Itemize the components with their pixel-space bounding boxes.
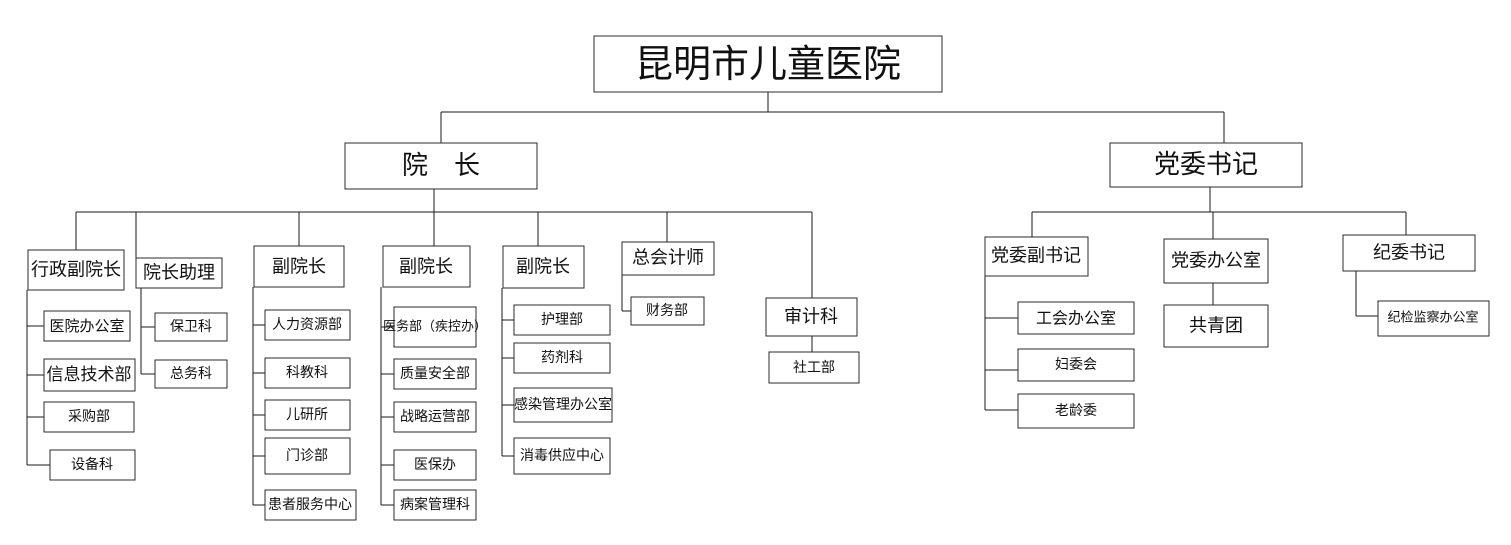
dept-label: 总务科 (170, 366, 212, 382)
dept-node: 妇委会 (1017, 348, 1135, 382)
dept-node: 工会办公室 (1017, 301, 1135, 335)
node-vp1: 副院长 (253, 245, 345, 288)
dept-node: 社工部 (768, 351, 860, 384)
node-party-deputy: 党委副书记 (984, 236, 1089, 277)
dept-label: 医院办公室 (49, 317, 124, 335)
dept-node: 老龄委 (1017, 393, 1135, 429)
dept-label: 病案管理科 (400, 496, 470, 513)
dept-node: 医保办 (393, 449, 477, 481)
dept-node: 医院办公室 (43, 310, 131, 342)
dept-node: 患者服务中心 (264, 489, 357, 521)
dept-node: 设备科 (49, 449, 136, 481)
dept-label: 设备科 (71, 456, 113, 473)
dept-label: 采购部 (68, 409, 110, 425)
dept-label: 药剂科 (541, 350, 583, 366)
dept-node: 门诊部 (264, 437, 351, 475)
node-party-office: 党委办公室 (1163, 238, 1269, 284)
node-chief-accountant-label: 总会计师 (632, 248, 704, 269)
dept-node: 护理部 (513, 304, 611, 336)
dept-label: 战略运营部 (400, 409, 470, 425)
dept-node: 信息技术部 (43, 358, 136, 392)
dept-label: 财务部 (646, 303, 688, 319)
node-vp1-label: 副院长 (272, 257, 326, 278)
node-vp-admin: 行政副院长 (27, 249, 125, 291)
node-president-label: 院 长 (402, 151, 480, 181)
dept-label: 信息技术部 (47, 365, 132, 385)
dept-node: 科教科 (264, 357, 351, 389)
dept-node: 总务科 (154, 359, 228, 389)
dept-label: 患者服务中心 (268, 497, 352, 513)
dept-node: 战略运营部 (393, 401, 477, 433)
node-vp3-label: 副院长 (516, 257, 570, 278)
dept-node: 药剂科 (513, 342, 611, 374)
dept-node: 感染管理办公室 (513, 387, 613, 423)
dept-node: 儿研所 (264, 399, 351, 431)
dept-label: 老龄委 (1055, 403, 1097, 419)
node-assistant-label: 院长助理 (143, 263, 215, 284)
node-root: 昆明市儿童医院 (593, 35, 943, 93)
dept-label: 纪检监察办公室 (1387, 310, 1478, 326)
node-president: 院 长 (344, 142, 538, 190)
node-vp3: 副院长 (502, 245, 585, 289)
node-discipline-secretary-label: 纪委书记 (1373, 243, 1445, 264)
dept-node: 医务部（疾控办） (383, 306, 487, 348)
dept-label: 儿研所 (286, 407, 328, 423)
dept-label: 工会办公室 (1036, 309, 1116, 328)
node-chief-accountant: 总会计师 (621, 241, 715, 276)
node-party-secretary-label: 党委书记 (1154, 150, 1258, 180)
dept-node: 病案管理科 (393, 489, 477, 521)
node-root-label: 昆明市儿童医院 (635, 42, 901, 86)
dept-node: 质量安全部 (393, 358, 477, 390)
dept-label: 共青团 (1189, 316, 1243, 337)
dept-label: 保卫科 (170, 319, 212, 335)
dept-label: 感染管理办公室 (514, 396, 612, 413)
dept-label: 社工部 (793, 360, 835, 376)
dept-label: 人力资源部 (272, 317, 342, 333)
node-audit-label: 审计科 (784, 307, 838, 328)
node-party-secretary: 党委书记 (1109, 142, 1303, 188)
dept-label: 护理部 (541, 312, 583, 328)
node-party-deputy-label: 党委副书记 (991, 246, 1081, 267)
node-vp-admin-label: 行政副院长 (31, 260, 121, 281)
dept-label: 医保办 (414, 457, 456, 473)
node-party-office-label: 党委办公室 (1171, 251, 1261, 272)
dept-node: 共青团 (1163, 304, 1269, 348)
dept-label: 科教科 (286, 365, 328, 381)
dept-node: 财务部 (630, 296, 705, 326)
dept-node: 纪检监察办公室 (1377, 300, 1490, 337)
dept-label: 妇委会 (1055, 356, 1097, 373)
node-vp2: 副院长 (382, 245, 471, 288)
node-discipline-secretary: 纪委书记 (1342, 234, 1476, 272)
dept-label: 医务部（疾控办） (383, 319, 487, 335)
node-assistant: 院长助理 (135, 257, 223, 289)
dept-node: 人力资源部 (264, 309, 351, 341)
node-vp2-label: 副院长 (399, 257, 453, 278)
dept-label: 质量安全部 (400, 365, 470, 382)
node-audit: 审计科 (765, 297, 858, 337)
dept-label: 消毒供应中心 (520, 447, 604, 464)
connectors (26, 92, 1407, 506)
dept-node: 保卫科 (154, 312, 228, 342)
dept-node: 消毒供应中心 (513, 437, 611, 475)
dept-node: 采购部 (43, 401, 135, 433)
dept-label: 门诊部 (286, 448, 328, 464)
